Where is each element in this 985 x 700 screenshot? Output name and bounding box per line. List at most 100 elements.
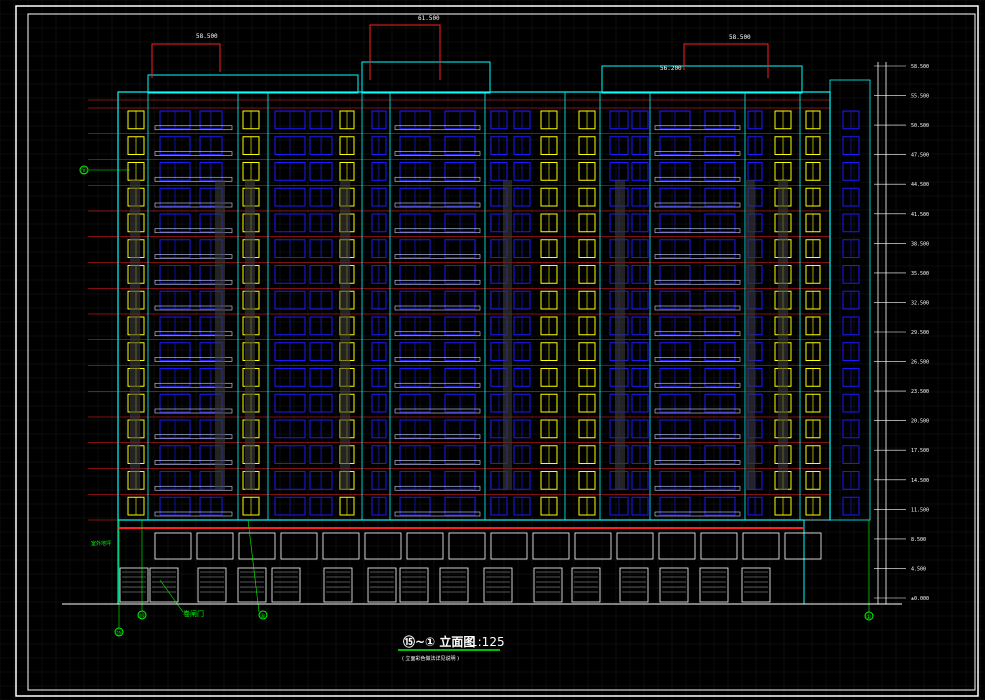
balcony-rail — [654, 151, 741, 156]
balcony-rail — [394, 331, 481, 337]
rolling-door — [271, 567, 301, 603]
rolling-door — [399, 567, 429, 603]
balcony-rail — [154, 125, 233, 131]
rolling-door — [119, 567, 149, 603]
title-text: ⑮~① 立面图 — [403, 634, 475, 649]
column-strip — [340, 180, 350, 490]
rolling-door — [483, 567, 513, 603]
ruler-elevation-label: 23.500 — [911, 389, 929, 395]
roof-parapet-center — [361, 61, 491, 94]
podium-window — [574, 532, 612, 560]
elevation-ruler: 58.50055.50050.50047.50044.50041.50038.5… — [874, 62, 929, 604]
balcony-rail — [654, 125, 741, 131]
podium-window — [280, 532, 318, 560]
balcony-rail — [154, 511, 233, 517]
balcony-rail — [154, 460, 233, 465]
ruler-elevation-label: 44.500 — [911, 182, 929, 188]
balcony-rail — [394, 279, 481, 285]
elevation-roof-right: 56.200 — [660, 65, 682, 72]
balcony-rail — [154, 305, 233, 311]
ruler-elevation-label: 55.500 — [911, 94, 929, 100]
balcony-rail — [154, 202, 233, 208]
podium-window — [364, 532, 402, 560]
balcony-rail — [154, 176, 233, 182]
podium-window — [784, 532, 822, 560]
balcony-rail — [154, 434, 233, 440]
axis-bubble-bottom-b — [258, 610, 268, 620]
elevation-top-right: 58.500 — [729, 34, 751, 41]
balcony-rail — [154, 151, 233, 156]
balcony-rail — [654, 202, 741, 208]
outer-frame — [15, 5, 979, 697]
balcony-rail — [394, 305, 481, 311]
ruler-elevation-label: ±0.000 — [911, 596, 929, 602]
column-strip — [615, 180, 625, 490]
balcony-rail — [654, 485, 741, 491]
axis-label-bottom-b: ④ — [260, 613, 265, 620]
rolling-door — [237, 567, 267, 603]
ruler-elevation-label: 35.500 — [911, 271, 929, 277]
podium-window — [154, 532, 192, 560]
rolling-door — [367, 567, 397, 603]
balcony-rail — [394, 357, 481, 362]
balcony-rail — [394, 382, 481, 388]
column-strip — [778, 180, 788, 490]
balcony-rail — [394, 202, 481, 208]
roof-parapet-right — [601, 65, 803, 94]
rolling-door — [197, 567, 227, 603]
podium-window — [742, 532, 780, 560]
balcony-rail — [154, 228, 233, 234]
column-strip — [245, 180, 255, 490]
balcony-rail — [654, 357, 741, 362]
balcony-rail — [154, 485, 233, 491]
podium-window — [238, 532, 276, 560]
balcony-rail — [654, 460, 741, 465]
elevation-top-center: 61.500 — [418, 15, 440, 22]
base-note: 室外地坪 — [91, 540, 111, 547]
ruler-elevation-label: 50.500 — [911, 123, 929, 129]
balcony-rail — [654, 305, 741, 311]
ruler-elevation-label: 47.500 — [911, 153, 929, 159]
balcony-rail — [654, 228, 741, 234]
balcony-rail — [654, 434, 741, 440]
axis-label-left-top: ⑪ — [81, 167, 87, 175]
rolling-door — [323, 567, 353, 603]
rolling-door — [699, 567, 729, 603]
balcony-rail — [394, 125, 481, 131]
roof-frame-left — [151, 43, 221, 78]
podium — [117, 519, 805, 605]
ruler-elevation-label: 29.500 — [911, 330, 929, 336]
balcony-rail — [154, 408, 233, 414]
ruler-elevation-label: 26.500 — [911, 360, 929, 366]
podium-window — [406, 532, 444, 560]
elevation-top-left: 58.500 — [196, 33, 218, 40]
balcony-rail — [654, 511, 741, 517]
axis-label-left: ⑮ — [116, 629, 122, 637]
ruler-elevation-label: 32.500 — [911, 300, 929, 306]
balcony-rail — [654, 408, 741, 414]
roof-parapet-left — [147, 74, 359, 94]
balcony-rail — [154, 331, 233, 337]
balcony-rail — [154, 254, 233, 259]
podium-window — [700, 532, 738, 560]
column-strip — [745, 180, 755, 490]
roof-frame-right — [683, 43, 769, 78]
axis-label-right: ① — [866, 614, 871, 621]
podium-window — [196, 532, 234, 560]
podium-window — [448, 532, 486, 560]
ruler-elevation-label: 8.500 — [911, 537, 926, 543]
ruler-elevation-label: 58.500 — [911, 64, 929, 70]
balcony-rail — [654, 254, 741, 259]
rolling-door — [571, 567, 601, 603]
balcony-rail — [654, 279, 741, 285]
ruler-elevation-label: 4.500 — [911, 566, 926, 572]
balcony-rail — [394, 176, 481, 182]
balcony-rail — [394, 511, 481, 517]
ruler-elevation-label: 11.500 — [911, 507, 929, 513]
podium-window — [658, 532, 696, 560]
balcony-rail — [154, 279, 233, 285]
podium-window — [532, 532, 570, 560]
podium-window — [490, 532, 528, 560]
